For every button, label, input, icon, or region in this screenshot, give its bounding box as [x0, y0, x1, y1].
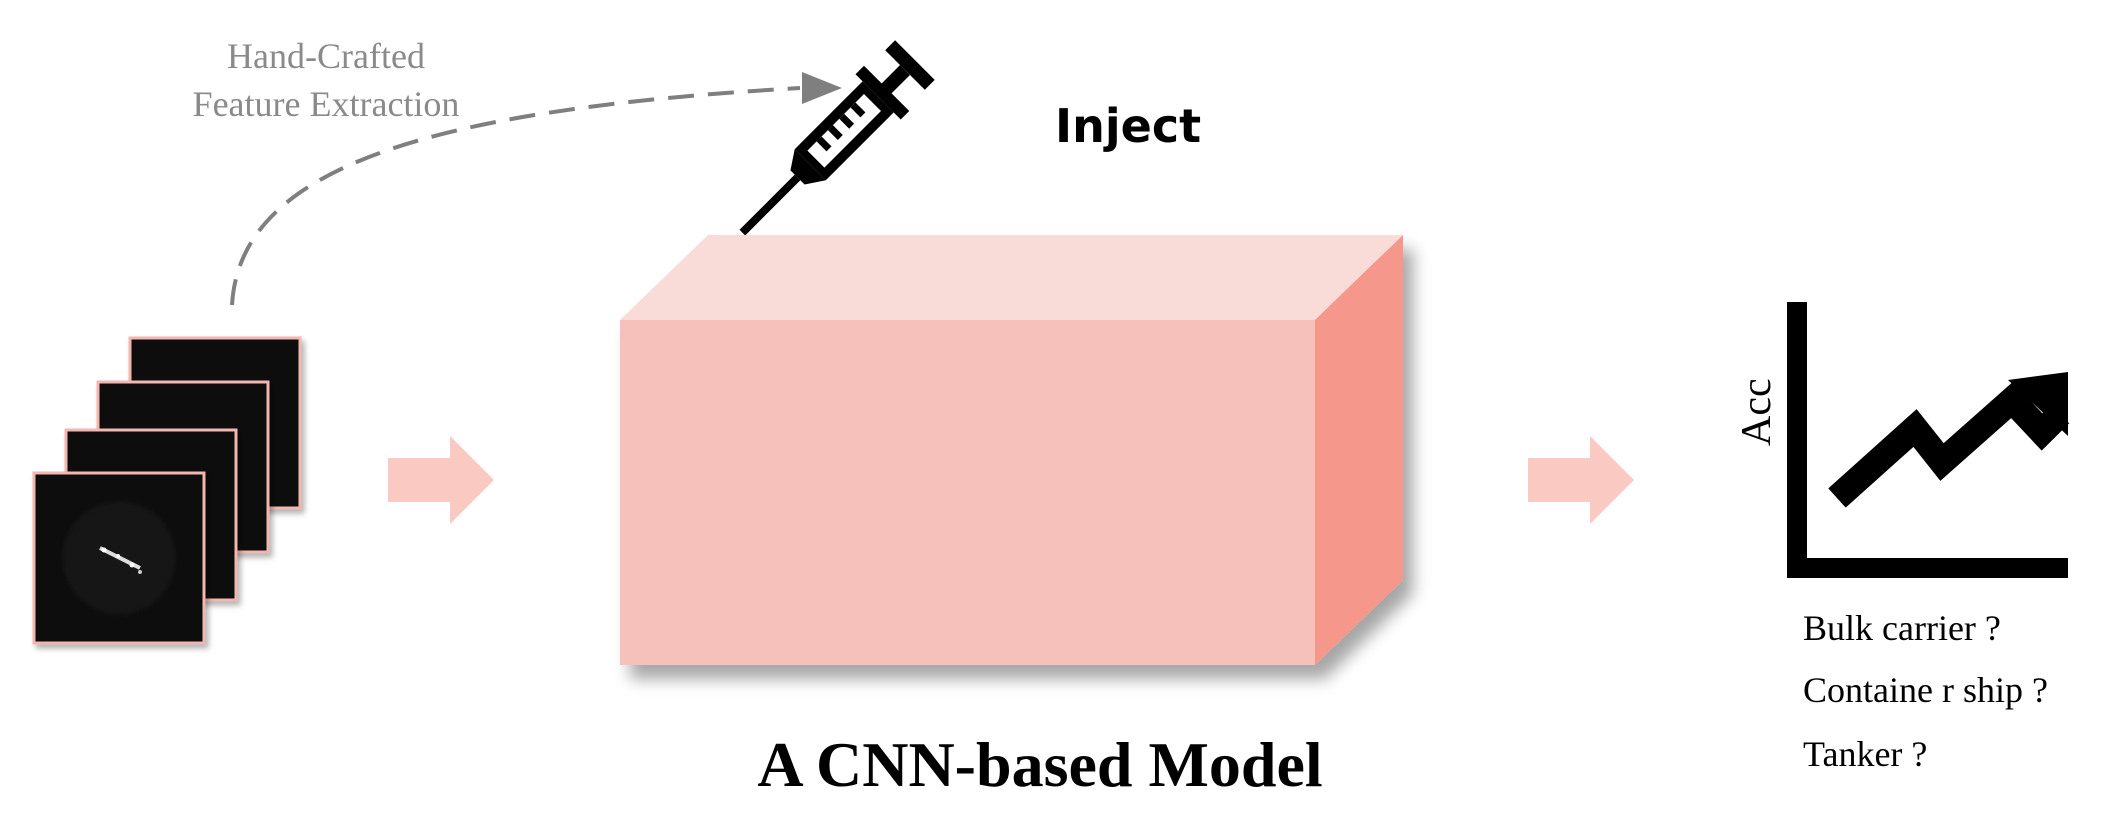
x-axis [1787, 558, 2068, 578]
box-front-face [620, 320, 1315, 665]
output-class-container-ship: Containe r ship ? [1803, 670, 2048, 710]
accuracy-trend-icon [1787, 302, 2070, 578]
feature-extraction-label-line2: Feature Extraction [193, 84, 460, 124]
ship-target [99, 546, 142, 574]
output-class-tanker: Tanker ? [1803, 734, 1927, 774]
feature-extraction-label-line1: Hand-Crafted [227, 36, 425, 76]
y-axis [1787, 302, 1807, 578]
cnn-model-block [620, 235, 1403, 665]
trend-arrow-head [2008, 372, 2068, 436]
flow-arrow-output [1528, 436, 1634, 524]
feature-extraction-arrow [230, 72, 842, 306]
chart-axis-label: Acc [1734, 378, 1780, 446]
input-image-stack [32, 336, 302, 645]
flow-arrow-input [388, 436, 494, 524]
box-side-face [1315, 235, 1403, 665]
trend-up-arrow-icon [1828, 381, 2070, 508]
inject-label: Inject [1055, 99, 1201, 153]
box-top-face [620, 235, 1403, 320]
syringe-icon [739, 40, 935, 236]
output-class-bulk-carrier: Bulk carrier ? [1803, 608, 2001, 648]
model-title: A CNN-based Model [757, 729, 1322, 800]
